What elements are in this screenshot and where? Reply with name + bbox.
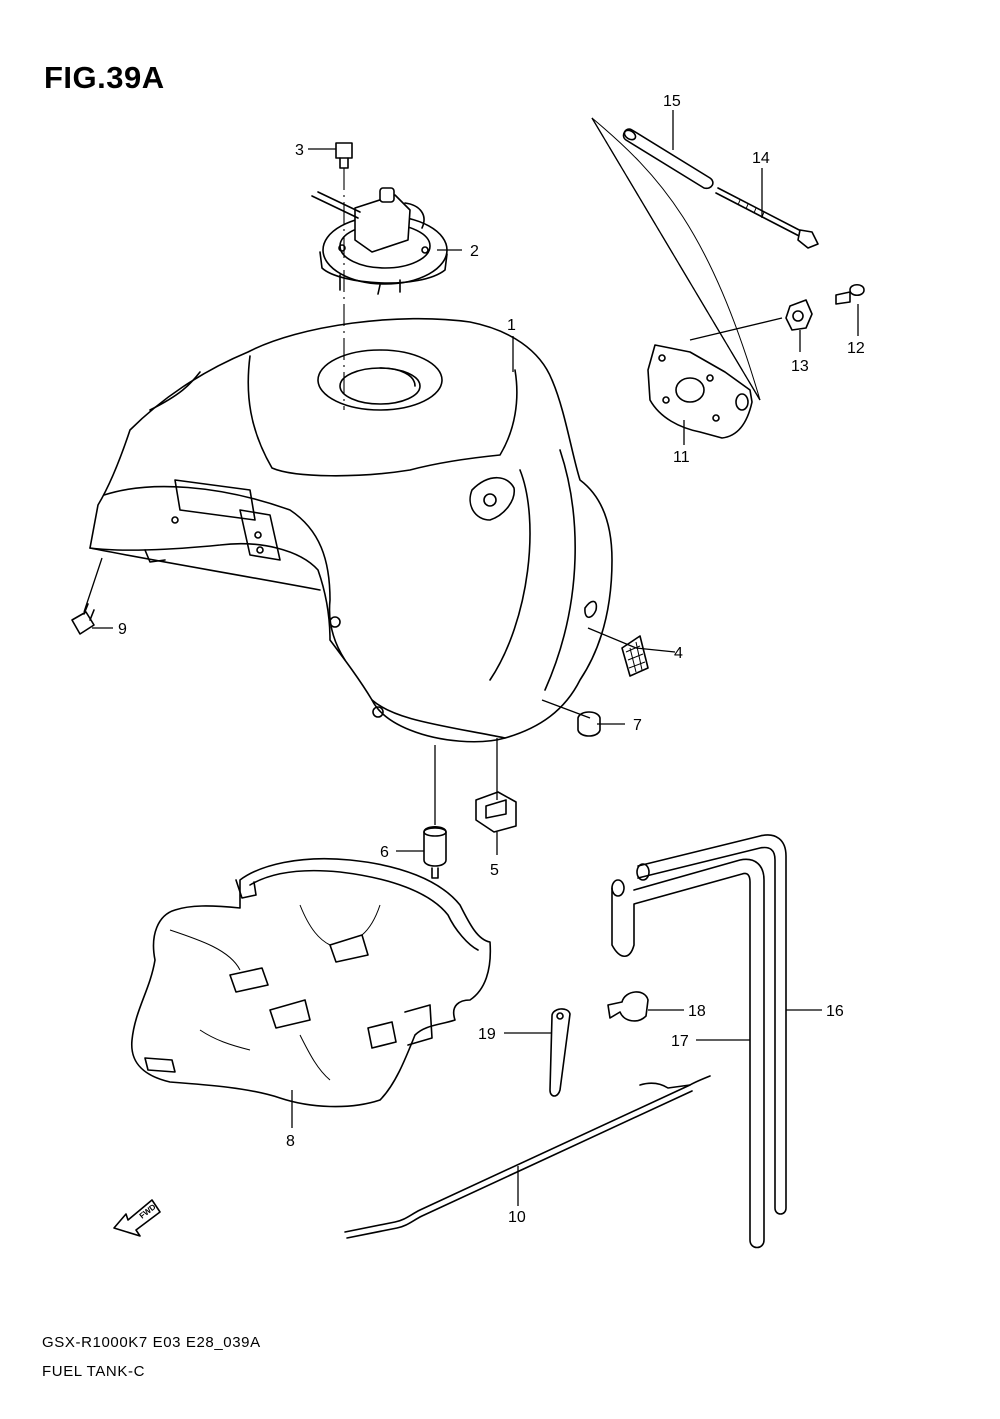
tank-cushion xyxy=(475,791,517,833)
callout-1: 1 xyxy=(507,317,516,334)
fuel-tank xyxy=(89,317,613,743)
callout-3: 3 xyxy=(295,142,304,159)
fuel-hoses xyxy=(611,834,787,1249)
callout-9: 9 xyxy=(118,621,127,638)
forward-direction-arrow: FWD xyxy=(113,1199,161,1237)
leader-lines xyxy=(83,110,859,1206)
figure-subtitle: FUEL TANK-C xyxy=(42,1363,146,1380)
callout-4: 4 xyxy=(674,645,683,662)
callout-13: 13 xyxy=(791,358,809,375)
callout-5: 5 xyxy=(490,862,499,879)
tank-mat xyxy=(130,857,492,1108)
bolt-12 xyxy=(835,283,865,305)
nut-13 xyxy=(785,299,813,331)
callout-numbers: 3 2 1 4 7 6 5 9 8 10 11 12 13 14 15 16 1… xyxy=(118,93,865,1226)
callout-15: 15 xyxy=(663,93,681,110)
hose-clamp xyxy=(607,991,649,1022)
callout-10: 10 xyxy=(508,1209,526,1226)
long-bolt xyxy=(715,187,819,249)
callout-11: 11 xyxy=(673,449,690,466)
callout-17: 17 xyxy=(671,1033,689,1050)
hose-strap xyxy=(549,1008,571,1097)
rubber-pad xyxy=(621,635,649,677)
callout-8: 8 xyxy=(286,1133,295,1150)
callout-14: 14 xyxy=(752,150,770,167)
collar-tube xyxy=(622,128,714,190)
callout-12: 12 xyxy=(847,340,865,357)
callout-16: 16 xyxy=(826,1003,844,1020)
callout-19: 19 xyxy=(478,1026,496,1043)
callout-7: 7 xyxy=(633,717,642,734)
callout-2: 2 xyxy=(470,243,479,260)
fuel-cap xyxy=(311,187,448,295)
damper xyxy=(423,825,447,879)
mounting-bracket xyxy=(647,344,753,439)
cap-bolt xyxy=(335,142,353,169)
cap-plug xyxy=(577,711,601,737)
callout-6: 6 xyxy=(380,844,389,861)
bolt-9 xyxy=(71,603,95,635)
model-code: GSX-R1000K7 E03 E28_039A xyxy=(42,1334,261,1351)
figure-title: FIG.39A xyxy=(44,60,165,95)
callout-18: 18 xyxy=(688,1003,706,1020)
drain-rod xyxy=(344,1075,711,1239)
